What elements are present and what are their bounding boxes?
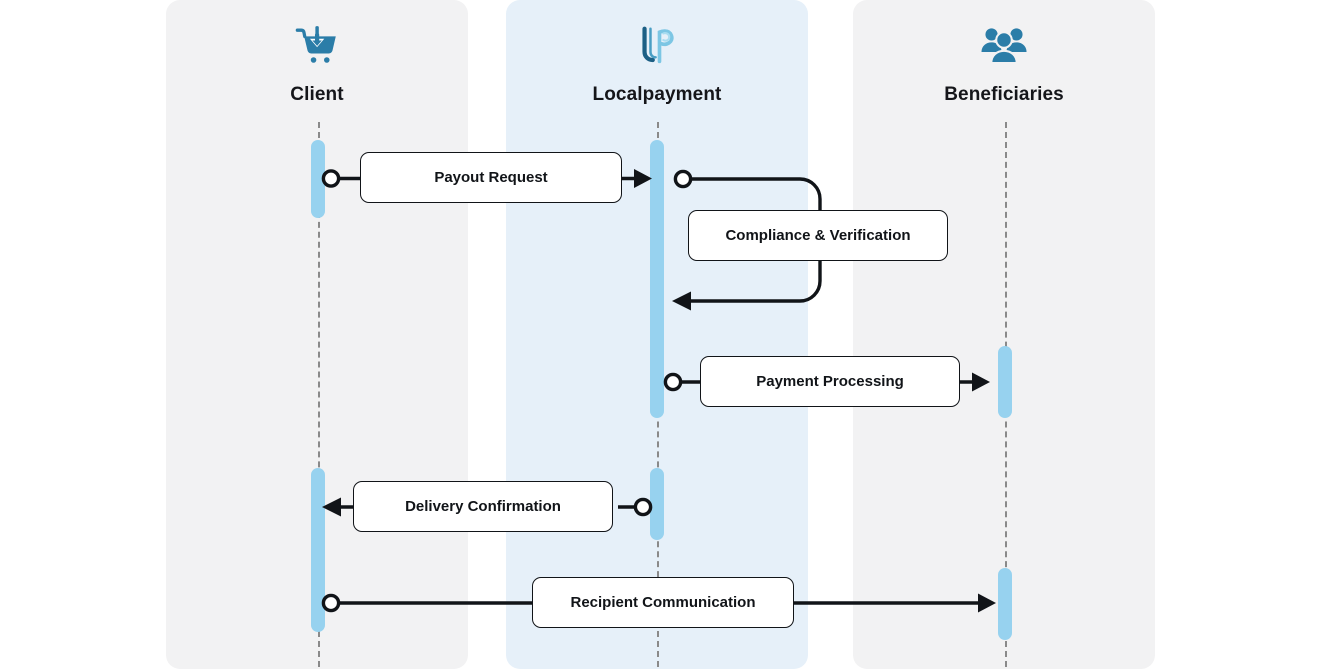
lane-title-beneficiaries: Beneficiaries (944, 84, 1064, 105)
connector-delivery-confirmation (322, 497, 653, 517)
client-activation-2 (311, 468, 325, 632)
localpayment-lp-logo (637, 20, 677, 72)
message-label-payout-request: Payout Request (434, 169, 548, 186)
message-label-delivery-confirmation: Delivery Confirmation (405, 498, 561, 515)
lane-header-beneficiaries: Beneficiaries (853, 0, 1155, 106)
client-activation-1 (311, 140, 325, 218)
message-label-payment-processing: Payment Processing (756, 373, 904, 390)
lane-title-client: Client (290, 84, 344, 105)
beneficiaries-activation-1 (998, 346, 1012, 418)
message-label-compliance-verification: Compliance & Verification (725, 227, 911, 244)
message-box-recipient-communication[interactable]: Recipient Communication (532, 577, 794, 628)
lifeline-client (318, 122, 320, 667)
message-box-delivery-confirmation[interactable]: Delivery Confirmation (353, 481, 613, 532)
message-box-payment-processing[interactable]: Payment Processing (700, 356, 960, 407)
message-label-recipient-communication: Recipient Communication (570, 594, 756, 611)
lane-beneficiaries: Beneficiaries (853, 0, 1155, 669)
lane-header-client: Client (166, 0, 468, 106)
localpayment-activation-1 (650, 140, 664, 418)
lane-title-localpayment: Localpayment (592, 84, 722, 105)
shopping-cart-download-icon (294, 20, 340, 72)
people-group-icon (980, 20, 1028, 72)
connector-recipient-communication (321, 593, 996, 613)
message-box-payout-request[interactable]: Payout Request (360, 152, 622, 203)
message-box-compliance-verification[interactable]: Compliance & Verification (688, 210, 948, 261)
beneficiaries-activation-2 (998, 568, 1012, 640)
lane-header-localpayment: Localpayment (506, 0, 808, 106)
localpayment-activation-2 (650, 468, 664, 540)
